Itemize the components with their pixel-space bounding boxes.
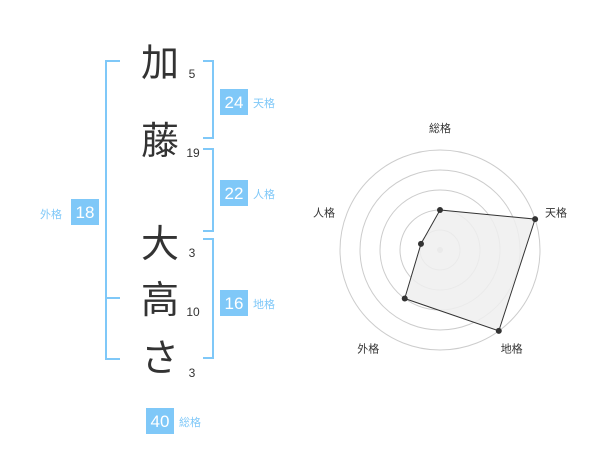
soukaku-label: 総格	[179, 415, 201, 429]
name-char-4: 高	[141, 278, 179, 322]
name-char-1: 加	[141, 41, 179, 85]
chikaku-box	[220, 290, 248, 316]
name-char-5: さ	[141, 336, 179, 380]
radar-point-3	[495, 327, 502, 334]
stroke-count-2: 19	[186, 146, 200, 160]
jinkaku-label: 人格	[253, 187, 275, 201]
radar-point-4	[401, 295, 408, 302]
jinkaku-box	[220, 180, 248, 206]
stroke-count-5: 3	[189, 366, 196, 380]
radar-point-5	[417, 240, 424, 247]
gaikaku-box	[71, 199, 99, 225]
name-char-3: 大	[141, 222, 179, 266]
jinkaku-value: 22	[225, 184, 244, 203]
chikaku-group: 16 地格	[220, 290, 275, 316]
soukaku-box	[146, 408, 174, 434]
chikaku-bracket	[203, 238, 214, 359]
radar-axis-label-3: 地格	[501, 342, 523, 356]
radar-polygon	[404, 209, 536, 332]
radar-axis-label-4: 外格	[357, 342, 379, 356]
tenkaku-bracket	[203, 60, 214, 139]
jinkaku-bracket	[203, 148, 214, 232]
radar-axis-label-5: 人格	[313, 205, 335, 219]
gaikaku-bracket	[105, 60, 120, 360]
stroke-count-4: 10	[186, 305, 200, 319]
soukaku-value: 40	[151, 412, 170, 431]
chikaku-label: 地格	[253, 297, 275, 311]
tenkaku-box	[220, 89, 248, 115]
tenkaku-value: 24	[225, 93, 244, 112]
tenkaku-group: 24 天格	[220, 89, 275, 115]
jinkaku-group: 22 人格	[220, 180, 275, 206]
tenkaku-label: 天格	[253, 96, 275, 110]
soukaku-group: 40 総格	[146, 408, 201, 434]
radar-points	[401, 207, 539, 334]
gaikaku-value: 18	[76, 203, 95, 222]
stroke-count-1: 5	[189, 67, 196, 81]
name-char-2: 藤	[141, 119, 179, 163]
gaikaku-group: 外格 18	[40, 199, 99, 225]
radar-axis-label-2: 天格	[545, 205, 567, 219]
radar-point-1	[437, 207, 443, 213]
radar-ring	[339, 149, 541, 351]
chikaku-value: 16	[225, 294, 244, 313]
gaikaku-label: 外格	[40, 207, 62, 221]
radar-point-2	[532, 216, 539, 223]
brackets	[105, 60, 214, 360]
radar-axis-label-1: 総格	[429, 121, 451, 135]
stroke-count-3: 3	[189, 246, 196, 260]
name-section: 加 藤 大 高 さ 5 19 3 10 3 24 天格 22 人格 16 地格	[40, 41, 275, 434]
